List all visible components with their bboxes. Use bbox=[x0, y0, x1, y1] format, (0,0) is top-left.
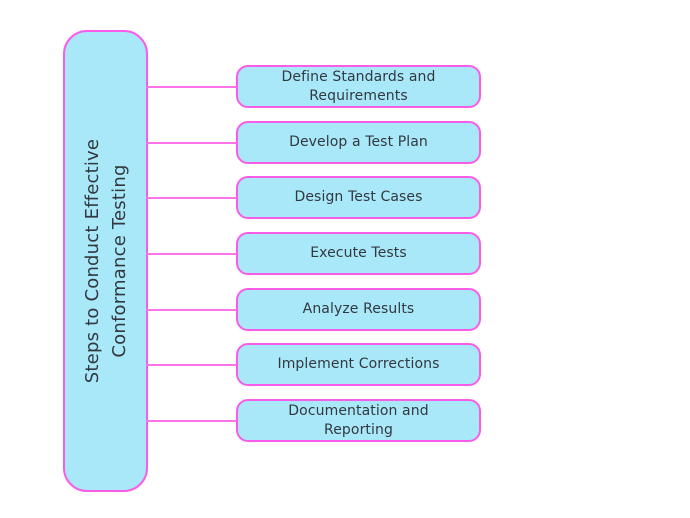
connector-line-6 bbox=[146, 364, 238, 366]
connector-line-3 bbox=[146, 197, 238, 199]
step-box-implement-corrections: Implement Corrections bbox=[236, 343, 481, 386]
step-label: Documentation and Reporting bbox=[288, 402, 429, 438]
step-label: Implement Corrections bbox=[277, 356, 440, 373]
step-box-define-standards: Define Standards and Requirements bbox=[236, 65, 481, 108]
step-box-execute-tests: Execute Tests bbox=[236, 232, 481, 275]
diagram-title: Steps to Conduct Effective Conformance T… bbox=[81, 138, 130, 384]
connector-line-1 bbox=[146, 86, 238, 88]
step-label: Design Test Cases bbox=[294, 189, 423, 206]
step-box-documentation-reporting: Documentation and Reporting bbox=[236, 399, 481, 442]
connector-line-2 bbox=[146, 142, 238, 144]
step-label: Analyze Results bbox=[302, 301, 415, 318]
step-label: Execute Tests bbox=[310, 245, 407, 262]
step-box-develop-test-plan: Develop a Test Plan bbox=[236, 121, 481, 164]
step-label: Define Standards and Requirements bbox=[281, 68, 436, 104]
step-box-analyze-results: Analyze Results bbox=[236, 288, 481, 331]
step-box-design-test-cases: Design Test Cases bbox=[236, 176, 481, 219]
connector-line-5 bbox=[146, 309, 238, 311]
title-box: Steps to Conduct Effective Conformance T… bbox=[63, 30, 148, 492]
connector-line-7 bbox=[146, 420, 238, 422]
step-label: Develop a Test Plan bbox=[289, 134, 428, 151]
connector-line-4 bbox=[146, 253, 238, 255]
